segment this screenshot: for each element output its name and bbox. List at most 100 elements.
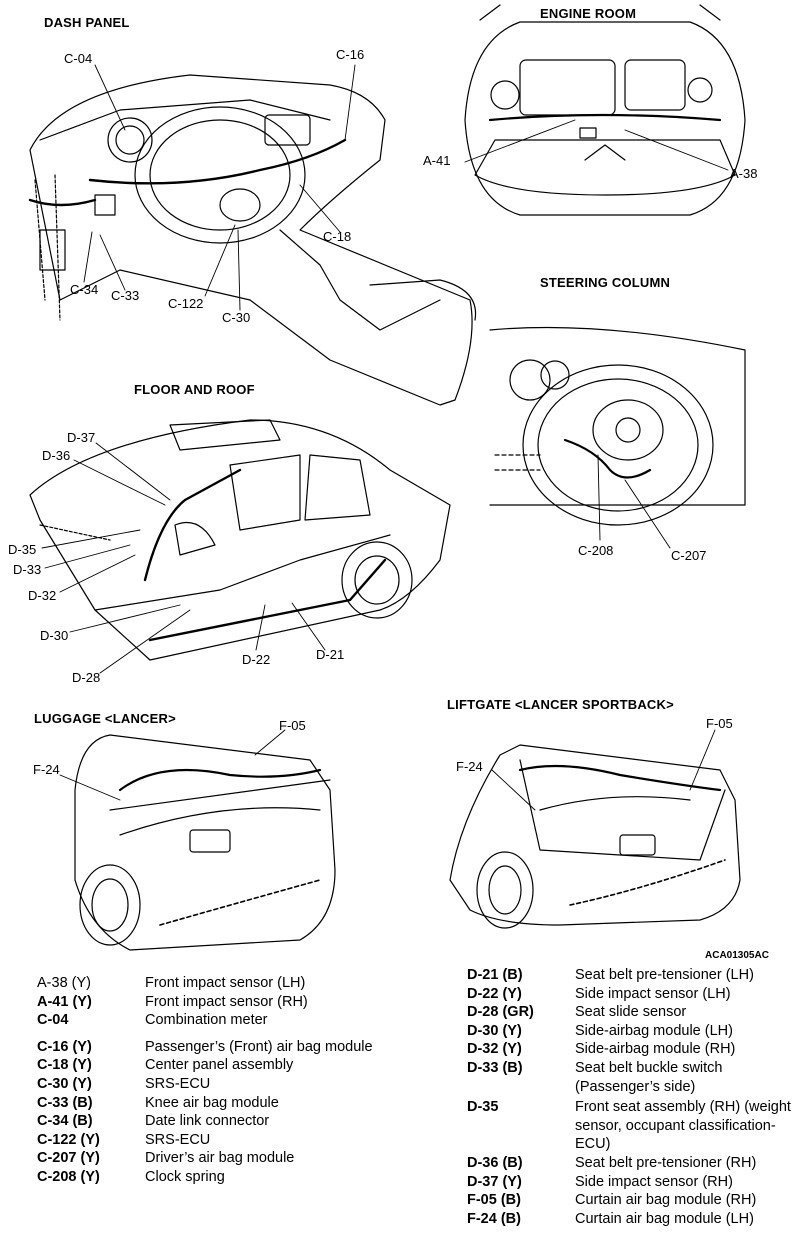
callout-liftgate-f-05: F-05 — [706, 716, 733, 731]
legend-desc: Curtain air bag module (LH) — [575, 1210, 754, 1227]
legend-desc: Side-airbag module (LH) — [575, 1022, 733, 1039]
legend-code: C-34 (B) — [37, 1113, 93, 1130]
legend-row: C-34 (B) Date link connector — [37, 1112, 397, 1131]
legend-desc: Side-airbag module (RH) — [575, 1041, 736, 1058]
steering-column-drawing — [489, 326, 746, 526]
callout-d-22: D-22 — [242, 652, 271, 667]
legend-desc: Date link connector — [145, 1113, 270, 1130]
title-engine-room: ENGINE ROOM — [540, 6, 637, 21]
callout-d-28: D-28 — [72, 670, 101, 685]
callout-d-37: D-37 — [67, 430, 96, 445]
legend-left: A-38 (Y) Front impact sensor (LH) A-41 (Y… — [37, 974, 397, 1187]
legend-desc: Passenger’s (Front) air bag module — [145, 1038, 373, 1055]
legend-row: C-18 (Y) Center panel assembly — [37, 1056, 397, 1075]
callout-c-18: C-18 — [323, 229, 352, 244]
callout-d-36: D-36 — [42, 448, 71, 463]
legend-desc: Curtain air bag module (RH) — [575, 1192, 757, 1209]
legend-code: A-41 (Y) — [37, 993, 92, 1010]
legend-desc: Front impact sensor (LH) — [145, 975, 306, 991]
title-floor-and-roof: FLOOR AND ROOF — [134, 382, 255, 397]
legend-desc: Front impact sensor (RH) — [145, 993, 308, 1010]
legend-code: C-122 (Y) — [37, 1131, 100, 1148]
legend-row: F-05 (B) Curtain air bag module (RH) — [467, 1191, 807, 1210]
callout-c-33: C-33 — [111, 288, 140, 303]
legend-row: C-33 (B) Knee air bag module — [37, 1094, 397, 1113]
legend-row: D-36 (B) Seat belt pre-tensioner (RH) — [467, 1154, 807, 1173]
legend-code: C-207 (Y) — [37, 1150, 100, 1167]
legend-desc: Driver’s air bag module — [145, 1150, 295, 1167]
legend-desc: Side impact sensor (LH) — [575, 985, 731, 1002]
callout-c-122: C-122 — [168, 296, 204, 311]
legend-row: A-38 (Y) Front impact sensor (LH) — [37, 974, 397, 993]
legend-row: C-208 (Y) Clock spring — [37, 1168, 397, 1187]
legend-row: F-24 (B) Curtain air bag module (LH) — [467, 1210, 807, 1229]
legend-code: A-38 (Y) — [37, 975, 91, 991]
callout-d-30: D-30 — [40, 628, 69, 643]
callout-d-32: D-32 — [28, 588, 57, 603]
title-dash-panel: DASH PANEL — [44, 15, 130, 30]
legend-row: D-32 (Y) Side-airbag module (RH) — [467, 1040, 807, 1059]
legend-code: F-05 (B) — [467, 1192, 521, 1209]
callout-liftgate-f-24: F-24 — [456, 759, 483, 774]
dash-panel-drawing — [28, 74, 477, 406]
callout-d-33: D-33 — [13, 562, 42, 577]
legend-row: C-207 (Y) Driver’s air bag module — [37, 1149, 397, 1168]
legend-code: D-36 (B) — [467, 1154, 523, 1171]
legend-row: C-30 (Y)SRS-ECU — [37, 1075, 397, 1094]
legend-code: C-04 — [37, 1012, 69, 1029]
legend-row: D-28 (GR) Seat slide sensor — [467, 1003, 807, 1022]
legend-row: C-04 Combination meter — [37, 1011, 397, 1030]
legend-desc: Seat belt pre-tensioner (RH) — [575, 1154, 757, 1171]
title-steering-column: STEERING COLUMN — [540, 275, 671, 290]
wiring-illustrations — [28, 4, 746, 951]
legend-code: D-28 (GR) — [467, 1004, 534, 1021]
legend-code: D-21 (B) — [467, 967, 523, 983]
callout-d-35: D-35 — [8, 542, 37, 557]
legend-row: C-122 (Y) SRS-ECU — [37, 1131, 397, 1150]
callout-c-04: C-04 — [64, 51, 93, 66]
legend-code: C-16 (Y) — [37, 1038, 92, 1055]
legend-row: D-37 (Y)Side impact sensor (RH) — [467, 1173, 807, 1192]
legend-code: C-33 (B) — [37, 1094, 93, 1111]
luggage-drawing — [74, 734, 336, 951]
legend-desc: Seat belt buckle switch (Passenger’s sid… — [575, 1059, 723, 1095]
callout-c-30: C-30 — [222, 310, 251, 325]
legend-code: F-24 (B) — [467, 1210, 521, 1227]
liftgate-drawing — [449, 744, 741, 929]
floor-and-roof-drawing — [29, 419, 451, 661]
callout-luggage-f-05: F-05 — [279, 718, 306, 733]
figure-code: ACA01305AC — [705, 950, 769, 961]
legend-row: D-21 (B) Seat belt pre-tensioner (LH) — [467, 966, 807, 985]
callout-c-16: C-16 — [336, 47, 365, 62]
callout-a-41: A-41 — [423, 153, 451, 168]
legend-right: D-21 (B) Seat belt pre-tensioner (LH) D-2… — [467, 966, 807, 1228]
legend-row: D-30 (Y)Side-airbag module (LH) — [467, 1022, 807, 1041]
callout-d-21: D-21 — [316, 647, 345, 662]
legend-code: D-35 — [467, 1099, 499, 1116]
legend-code: D-32 (Y) — [467, 1041, 522, 1058]
callout-c-34: C-34 — [70, 282, 99, 297]
legend-desc: Seat belt pre-tensioner (LH) — [575, 967, 754, 983]
engine-room-drawing — [464, 4, 746, 216]
legend-row: C-16 (Y) Passenger’s (Front) air bag modu… — [37, 1038, 397, 1057]
legend-code: C-18 (Y) — [37, 1057, 92, 1074]
callout-a-38: A-38 — [730, 166, 758, 181]
legend-desc: SRS-ECU — [145, 1131, 211, 1148]
title-luggage: LUGGAGE <LANCER> — [34, 711, 176, 726]
legend-desc: Center panel assembly — [145, 1057, 294, 1074]
legend-row: D-22 (Y) Side impact sensor (LH) — [467, 985, 807, 1004]
legend-desc: Front seat assembly (RH) (weight sensor,… — [575, 1099, 791, 1153]
legend-code: C-208 (Y) — [37, 1168, 100, 1185]
legend-desc: Knee air bag module — [145, 1094, 279, 1111]
legend-row: D-33 (B) Seat belt buckle switch (Passeng… — [467, 1059, 807, 1096]
legend-code: D-22 (Y) — [467, 985, 522, 1002]
legend-desc: Clock spring — [145, 1168, 225, 1185]
legend-desc: Combination meter — [145, 1012, 268, 1029]
callout-luggage-f-24: F-24 — [33, 762, 60, 777]
legend-row: D-35 Front seat assembly (RH) (weight sen… — [467, 1098, 807, 1154]
callout-c-208: C-208 — [578, 543, 614, 558]
legend-code: D-33 (B) — [467, 1059, 523, 1076]
legend-code: C-30 (Y) — [37, 1075, 92, 1092]
title-liftgate: LIFTGATE <LANCER SPORTBACK> — [447, 697, 674, 712]
legend-desc: Seat slide sensor — [575, 1004, 687, 1021]
